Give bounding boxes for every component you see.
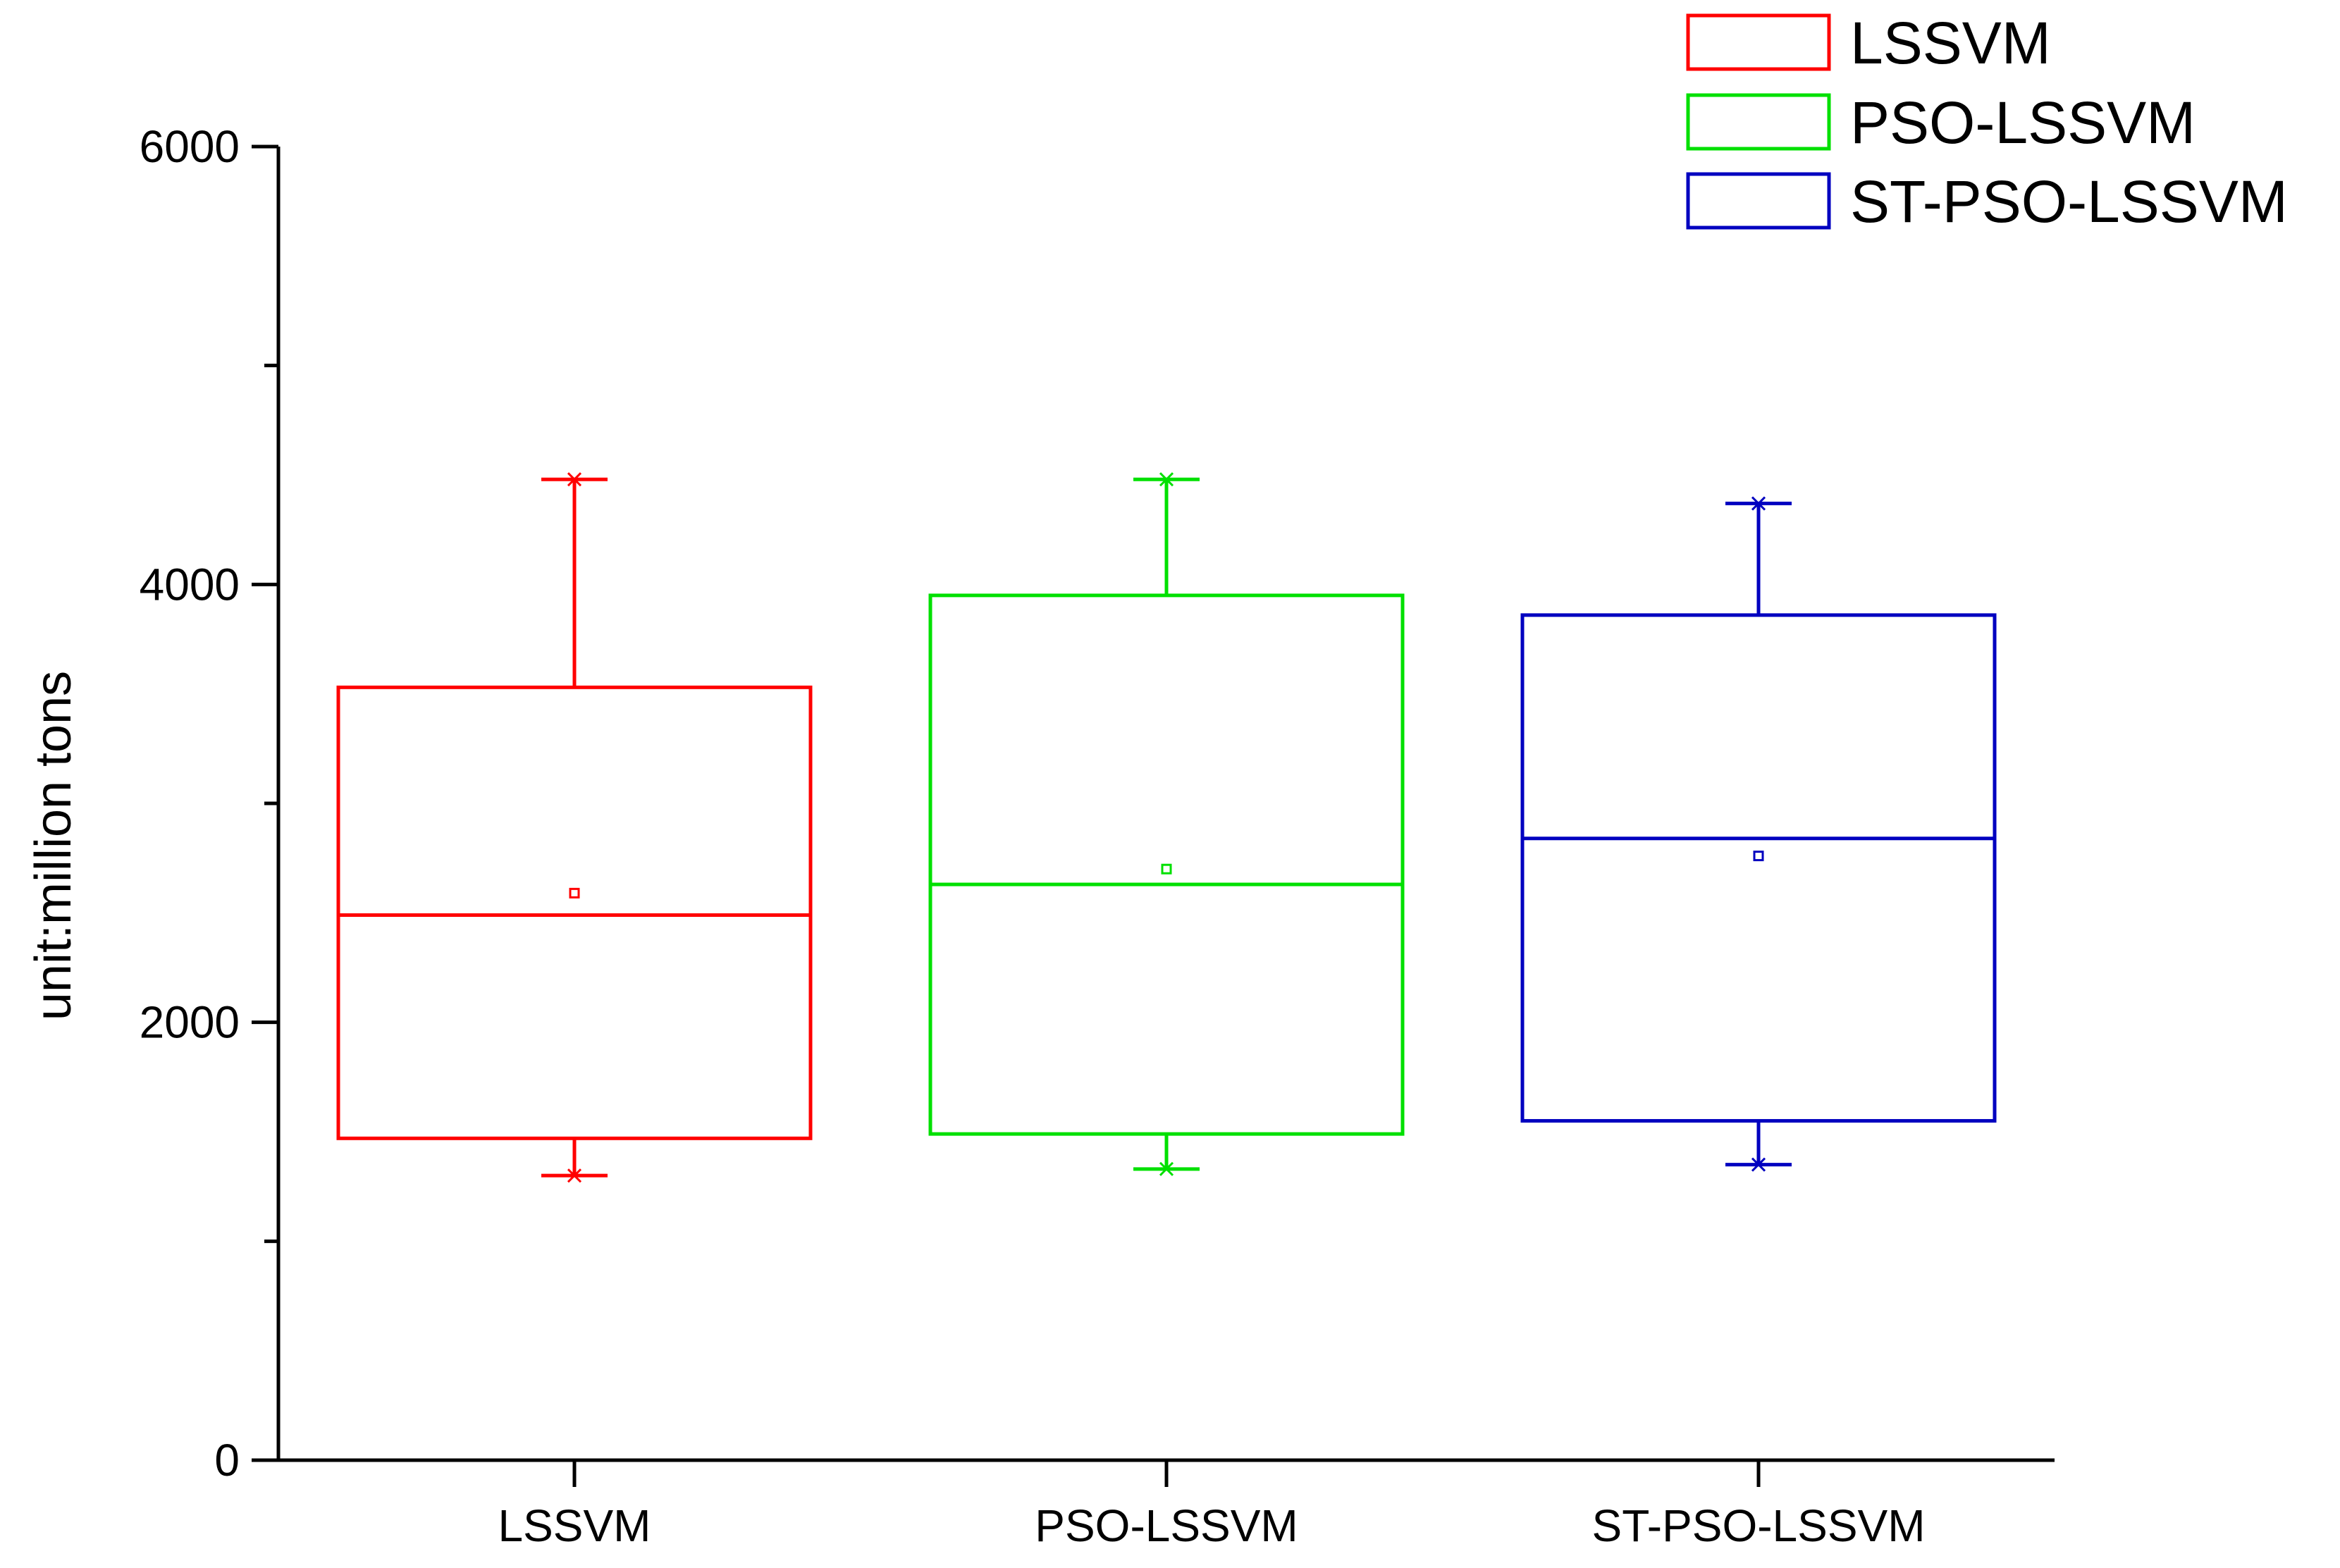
mean-marker — [569, 887, 580, 899]
box-iqr — [1520, 613, 1997, 1123]
legend-label: LSSVM — [1850, 10, 2051, 76]
min-marker — [1751, 1157, 1766, 1172]
axes — [254, 147, 2055, 1462]
y-ticks: 0 2000 4000 6000 — [140, 121, 278, 1486]
y-axis-label: unit:million tons — [25, 671, 82, 1020]
max-marker — [567, 472, 582, 487]
legend-swatch — [1686, 93, 1831, 151]
legend-item-2: PSO-LSSVM — [1686, 89, 2196, 156]
legend-label: PSO-LSSVM — [1850, 89, 2196, 156]
x-tick-label: ST-PSO-LSSVM — [1592, 1500, 1926, 1551]
box-3 — [1520, 496, 1997, 1172]
x-tick-label: PSO-LSSVM — [1035, 1500, 1298, 1551]
legend-swatch — [1686, 172, 1831, 230]
box-iqr — [928, 593, 1405, 1136]
box-1 — [336, 472, 813, 1183]
max-marker — [1751, 496, 1766, 511]
min-marker — [1159, 1161, 1174, 1176]
legend-item-3: ST-PSO-LSSVM — [1686, 168, 2288, 235]
mean-marker — [1161, 863, 1172, 875]
boxes — [336, 472, 1997, 1183]
x-tick-label: LSSVM — [498, 1500, 651, 1551]
min-marker — [567, 1168, 582, 1183]
y-tick-label: 6000 — [140, 121, 240, 172]
legend-swatch — [1686, 13, 1831, 71]
x-ticks: LSSVM PSO-LSSVM ST-PSO-LSSVM — [498, 1460, 1926, 1551]
mean-marker — [1753, 851, 1764, 862]
max-marker — [1159, 472, 1174, 487]
box-2 — [928, 472, 1405, 1176]
y-tick-label: 4000 — [140, 559, 240, 610]
box-iqr — [336, 685, 813, 1140]
legend: LSSVM PSO-LSSVM ST-PSO-LSSVM — [1686, 10, 2288, 235]
legend-item-1: LSSVM — [1686, 10, 2051, 76]
legend-label: ST-PSO-LSSVM — [1850, 168, 2288, 235]
y-tick-label: 2000 — [140, 997, 240, 1048]
y-tick-label: 0 — [214, 1435, 240, 1486]
